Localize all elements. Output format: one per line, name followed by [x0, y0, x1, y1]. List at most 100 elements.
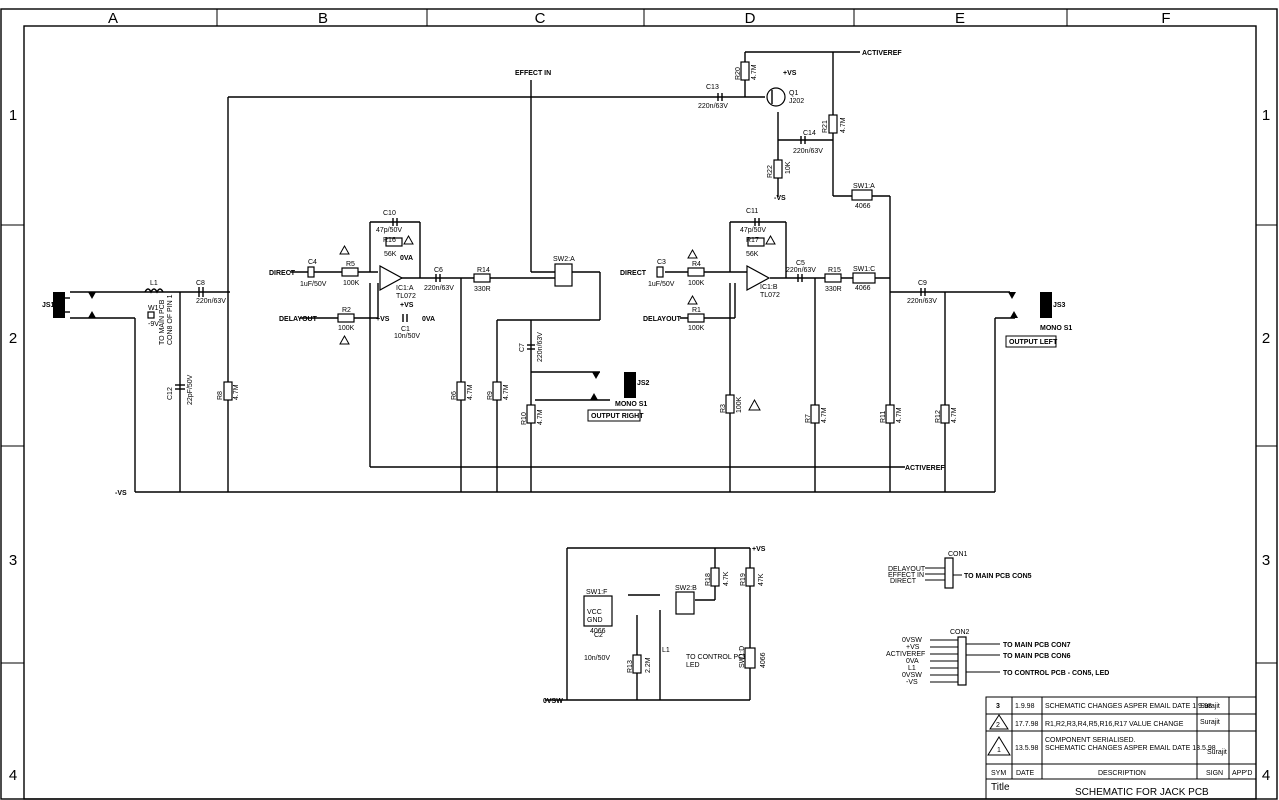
sw2b-label: SW2:B: [675, 585, 697, 592]
r12-value: 4.7M: [951, 407, 958, 423]
revision-table: 3 1.9.98 SCHEMATIC CHANGES ASPER EMAIL D…: [985, 696, 1257, 800]
r8-value: 4.7M: [233, 384, 240, 400]
net-vs-c1: +VS: [376, 316, 390, 323]
r15-value: 330R: [825, 286, 842, 293]
connector-con2: CON2 0VSW +VS ACTIVEREF 0VA L1 0VSW -VS …: [886, 629, 1109, 686]
rev-1-sign: Surajit: [1200, 703, 1220, 710]
row-zone-labels: 1 2 3 4 1 2 3 4: [9, 107, 1270, 784]
header-sym: SYM: [991, 770, 1006, 777]
capacitor-c1: C1 10n/50V: [394, 314, 420, 340]
sw1c-label: SW1:C: [853, 266, 875, 273]
sw1f-label: SW1:F: [586, 589, 607, 596]
r13-label: R13: [627, 660, 634, 673]
resistor-r3: R3 100K: [720, 394, 761, 414]
zone-col-f: F: [1161, 10, 1170, 27]
r15-label: R15: [828, 267, 841, 274]
r11-label: R11: [880, 411, 887, 423]
resistor-r1: R1 100K: [687, 294, 705, 332]
pin-note-2: CON8 OF PIN 1: [167, 294, 174, 345]
net-labels: EFFECT IN ACTIVEREF ACTIVEREF -VS +VS -V…: [115, 50, 945, 497]
sw2a-label: SW2:A: [553, 256, 575, 263]
resistor-r4: R4 100K: [687, 248, 705, 287]
net-direct-left: DIRECT: [269, 270, 296, 277]
c13-label: C13: [706, 84, 719, 91]
con1-pin-2: EFFECT IN: [888, 572, 924, 579]
r6-label: R6: [451, 391, 458, 400]
con2-pin-7: -VS: [906, 679, 918, 686]
js2-label: JS2: [637, 380, 650, 387]
zone-row-2-right: 2: [1262, 330, 1270, 347]
w1-note: -9V: [148, 321, 159, 328]
r3-label: R3: [720, 404, 727, 413]
net-effect-in: EFFECT IN: [515, 70, 551, 77]
rev-2-date: 17.7.98: [1015, 721, 1038, 728]
capacitor-c6: C6 220n/63V: [424, 267, 454, 292]
resistor-r16: R16 56K: [383, 234, 414, 258]
resistor-r15: R15 330R: [824, 267, 842, 293]
zone-row-3-right: 3: [1262, 552, 1270, 569]
con2-pin-2: +VS: [906, 644, 920, 651]
q1-label: Q1: [789, 90, 798, 97]
r13-value: 2.2M: [645, 657, 652, 673]
title-label: Title: [991, 782, 1010, 793]
resistor-r2: R2 100K: [337, 307, 355, 345]
c11-value: 47p/50V: [740, 227, 766, 234]
con2-label: CON2: [950, 629, 970, 636]
r5-value: 100K: [343, 280, 360, 287]
rev-3-desc2: SCHEMATIC CHANGES ASPER EMAIL DATE 13.5.…: [1045, 745, 1216, 752]
c12-value: 22pF/50V: [187, 374, 194, 405]
c8-label: C8: [196, 280, 205, 287]
net-neg-vs-q1: -VS: [774, 195, 786, 202]
r8-label: R8: [217, 391, 224, 400]
ic1b-label: IC1:B: [760, 284, 778, 291]
resistor-r17: R17 56K: [746, 234, 776, 258]
ic1a-value: TL072: [396, 293, 416, 300]
c14-label: C14: [803, 130, 816, 137]
net-delayout-left: DELAYOUT: [279, 316, 318, 323]
inductor-l1: L1 W1 -9V TO MAIN PCB CON8 OF PIN 1: [144, 280, 174, 345]
capacitor-c9: C9 220n/63V: [907, 280, 937, 305]
net-ova2: 0VA: [422, 316, 435, 323]
r9-value: 4.7M: [503, 384, 510, 400]
r2-label: R2: [342, 307, 351, 314]
switch-sw1a: SW1:A 4066: [851, 183, 875, 210]
r1-value: 100K: [688, 325, 705, 332]
capacitor-c8: C8 220n/63V: [196, 280, 226, 305]
rev-3-date: 13.5.98: [1015, 745, 1038, 752]
q1-value: J202: [789, 98, 804, 105]
sw1f-value: 4066: [590, 628, 606, 635]
header-sign: SIGN: [1206, 770, 1223, 777]
c3-value: 1uF/50V: [648, 281, 675, 288]
c14-value: 220n/63V: [793, 148, 823, 155]
net-activeref-top: ACTIVEREF: [862, 50, 902, 57]
net-pos-vs-q1: +VS: [783, 70, 797, 77]
connector-con1: CON1 DELAYOUT EFFECT IN DIRECT TO MAIN P…: [888, 551, 1032, 589]
header-appd: APP'D: [1232, 770, 1252, 777]
zone-row-1-right: 1: [1262, 107, 1270, 124]
zone-row-3-left: 3: [9, 552, 17, 569]
r4-label: R4: [692, 261, 701, 268]
r22-value: 10K: [785, 161, 792, 174]
sw1a-value: 4066: [855, 203, 871, 210]
r18-value: 4.7K: [723, 571, 730, 586]
con2-pin-3: ACTIVEREF: [886, 651, 925, 658]
sw1c-value: 4066: [855, 285, 871, 292]
r4-value: 100K: [688, 280, 705, 287]
output-right-label: OUTPUT RIGHT: [591, 413, 644, 420]
capacitor-c14: C14 220n/63V: [793, 130, 823, 155]
r21-label: R21: [822, 120, 829, 133]
column-zone-labels: A B C D E F: [108, 10, 1171, 27]
sw1f-gnd: GND: [587, 617, 603, 624]
resistor-r9: R9 4.7M: [487, 381, 510, 401]
resistor-r20: R20 4.7M: [735, 61, 758, 81]
zone-col-c: C: [535, 10, 546, 27]
jack-js1: JS1: [42, 292, 96, 318]
zone-row-4-right: 4: [1262, 767, 1270, 784]
c6-value: 220n/63V: [424, 285, 454, 292]
con1-label: CON1: [948, 551, 968, 558]
c6-label: C6: [434, 267, 443, 274]
c4-label: C4: [308, 259, 317, 266]
header-date: DATE: [1016, 770, 1034, 777]
net-pos-vs-bottom: +VS: [752, 546, 766, 553]
zone-row-2-left: 2: [9, 330, 17, 347]
